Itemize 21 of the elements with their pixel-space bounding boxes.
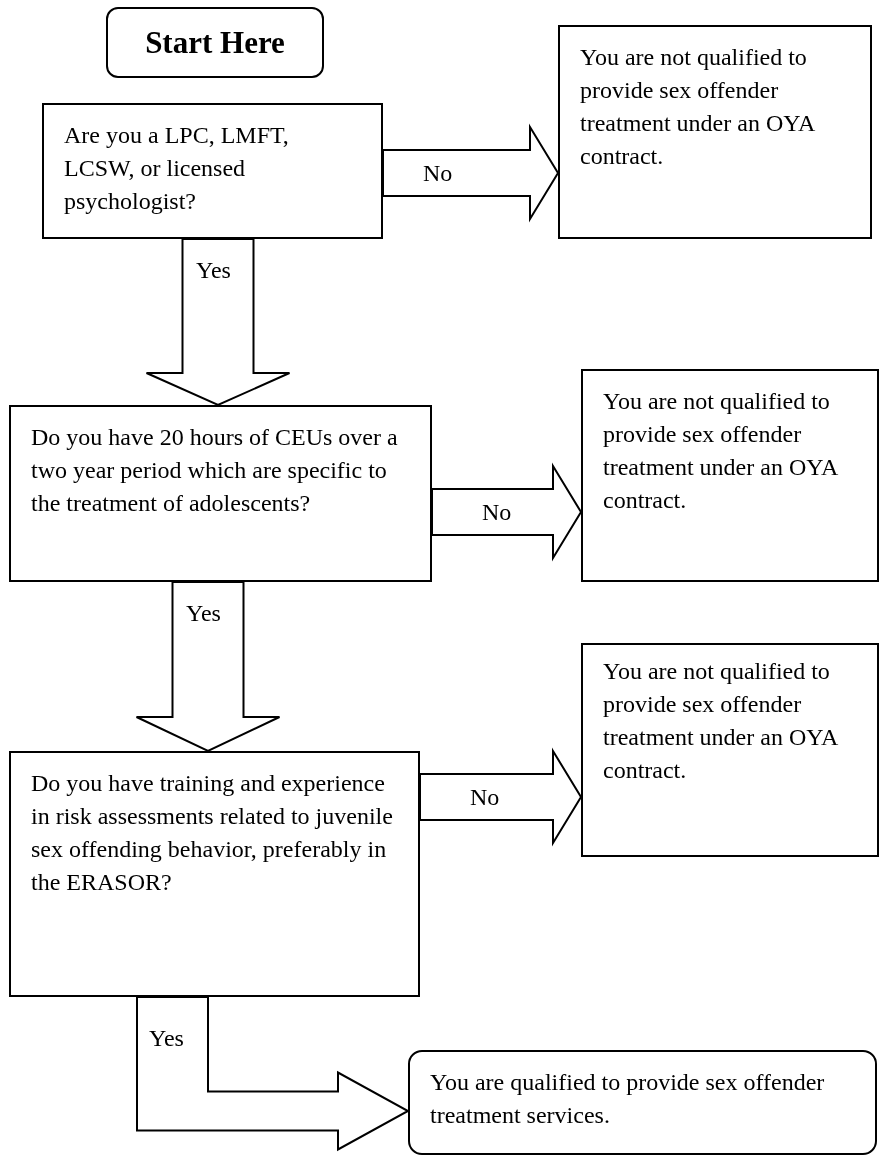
node-text: Are you a LPC, LMFT, LCSW, or licensed psychologist? bbox=[64, 121, 290, 216]
start-box bbox=[106, 7, 324, 78]
result-box bbox=[581, 369, 879, 582]
decision-box bbox=[9, 405, 432, 582]
decision-box bbox=[9, 751, 420, 997]
result-box bbox=[408, 1050, 877, 1155]
node-text: Do you have training and experience in risk assessments related to juvenile sex offending behavior, preferably in the ERASOR? bbox=[31, 769, 394, 897]
result-box bbox=[581, 643, 879, 857]
block-arrow bbox=[382, 123, 560, 223]
start-label: Start Here bbox=[144, 24, 286, 62]
block-arrow bbox=[419, 747, 583, 847]
node-text: Do you have 20 hours of CEUs over a two year period which are specific to the treatment of adolescents? bbox=[31, 423, 399, 518]
node-text: You are not qualified to provide sex offender treatment under an OYA contract. bbox=[603, 387, 839, 515]
block-arrow bbox=[135, 581, 281, 753]
node-text: You are not qualified to provide sex offender treatment under an OYA contract. bbox=[580, 43, 816, 171]
decision-box bbox=[42, 103, 383, 239]
block-arrow bbox=[136, 996, 411, 1152]
node-text: You are not qualified to provide sex offender treatment under an OYA contract. bbox=[603, 657, 839, 785]
node-text: You are qualified to provide sex offender treatment services. bbox=[430, 1068, 826, 1130]
result-box bbox=[558, 25, 872, 239]
block-arrow bbox=[145, 238, 291, 407]
